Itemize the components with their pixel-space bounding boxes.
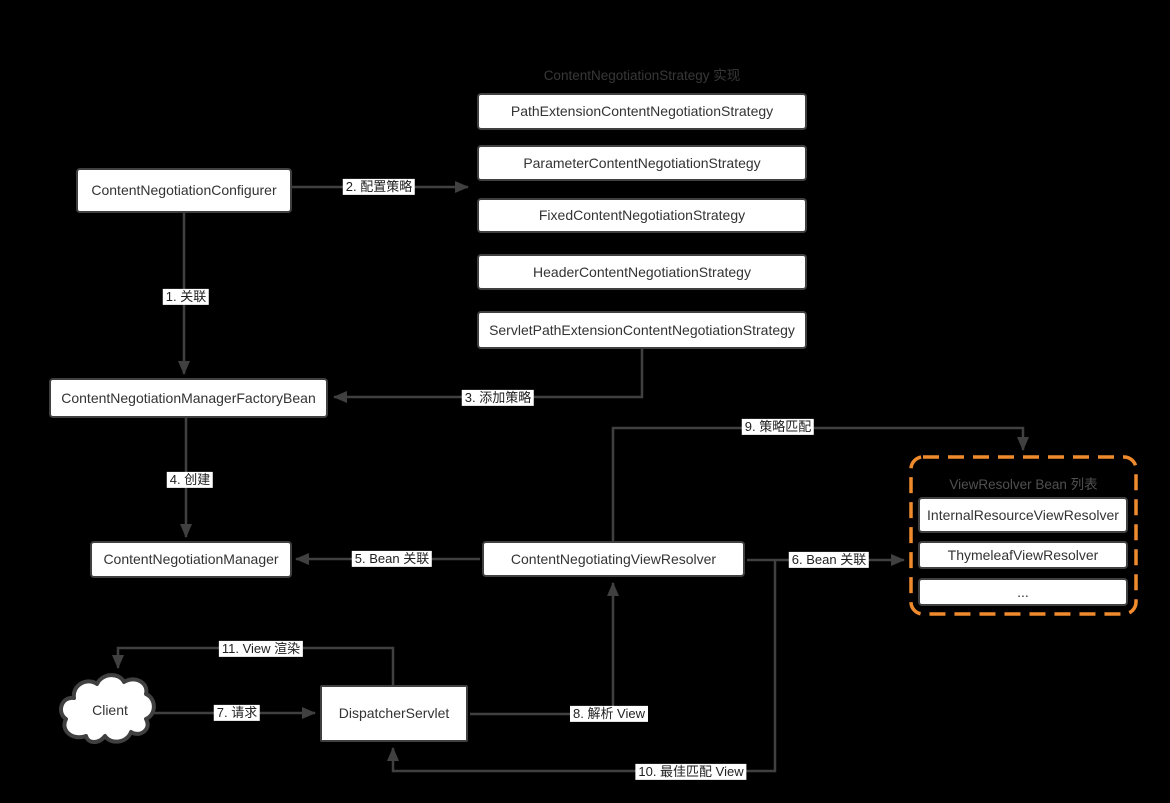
edge-label-5: 5. Bean 关联 [351, 550, 433, 568]
edge-label-7: 7. 请求 [213, 704, 261, 722]
edge-3-line [333, 348, 644, 403]
strategy-group-title: ContentNegotiationStrategy 实现 [543, 68, 741, 83]
node-client: Client [92, 702, 128, 718]
node-servlet-path-extension-strategy: ServletPathExtensionContentNegotiationSt… [477, 311, 807, 349]
node-path-extension-strategy: PathExtensionContentNegotiationStrategy [477, 93, 807, 130]
node-content-negotiation-manager: ContentNegotiationManager [90, 541, 292, 578]
edge-label-4: 4. 创建 [166, 471, 214, 489]
edge-10-line [387, 560, 777, 773]
edge-label-6: 6. Bean 关联 [788, 551, 870, 569]
node-content-negotiating-view-resolver: ContentNegotiatingViewResolver [482, 541, 745, 577]
edge-8-line [470, 582, 619, 716]
node-dispatcher-servlet: DispatcherServlet [320, 685, 468, 742]
edge-label-2: 2. 配置策略 [342, 178, 416, 196]
edge-label-9: 9. 策略匹配 [741, 418, 815, 436]
viewresolver-group-title: ViewResolver Bean 列表 [949, 477, 1098, 492]
node-internal-resource-view-resolver: InternalResourceViewResolver [918, 497, 1128, 533]
edge-label-1: 1. 关联 [162, 288, 210, 306]
edge-9-line [611, 426, 1029, 541]
edge-label-8: 8. 解析 View [569, 705, 649, 723]
node-parameter-strategy: ParameterContentNegotiationStrategy [477, 145, 807, 181]
node-fixed-strategy: FixedContentNegotiationStrategy [477, 198, 807, 233]
node-thymeleaf-view-resolver: ThymeleafViewResolver [918, 541, 1128, 569]
node-view-resolver-ellipsis: ... [918, 578, 1128, 606]
edge-label-11: 11. View 渲染 [218, 640, 304, 658]
node-content-negotiation-configurer: ContentNegotiationConfigurer [76, 168, 292, 213]
edge-label-10: 10. 最佳匹配 View [635, 763, 747, 781]
viewresolver-group-border [909, 455, 1138, 616]
node-content-negotiation-manager-factory-bean: ContentNegotiationManagerFactoryBean [49, 378, 328, 418]
node-header-strategy: HeaderContentNegotiationStrategy [477, 254, 807, 290]
client-cloud-shape [58, 673, 156, 744]
edge-label-3: 3. 添加策略 [461, 389, 535, 407]
